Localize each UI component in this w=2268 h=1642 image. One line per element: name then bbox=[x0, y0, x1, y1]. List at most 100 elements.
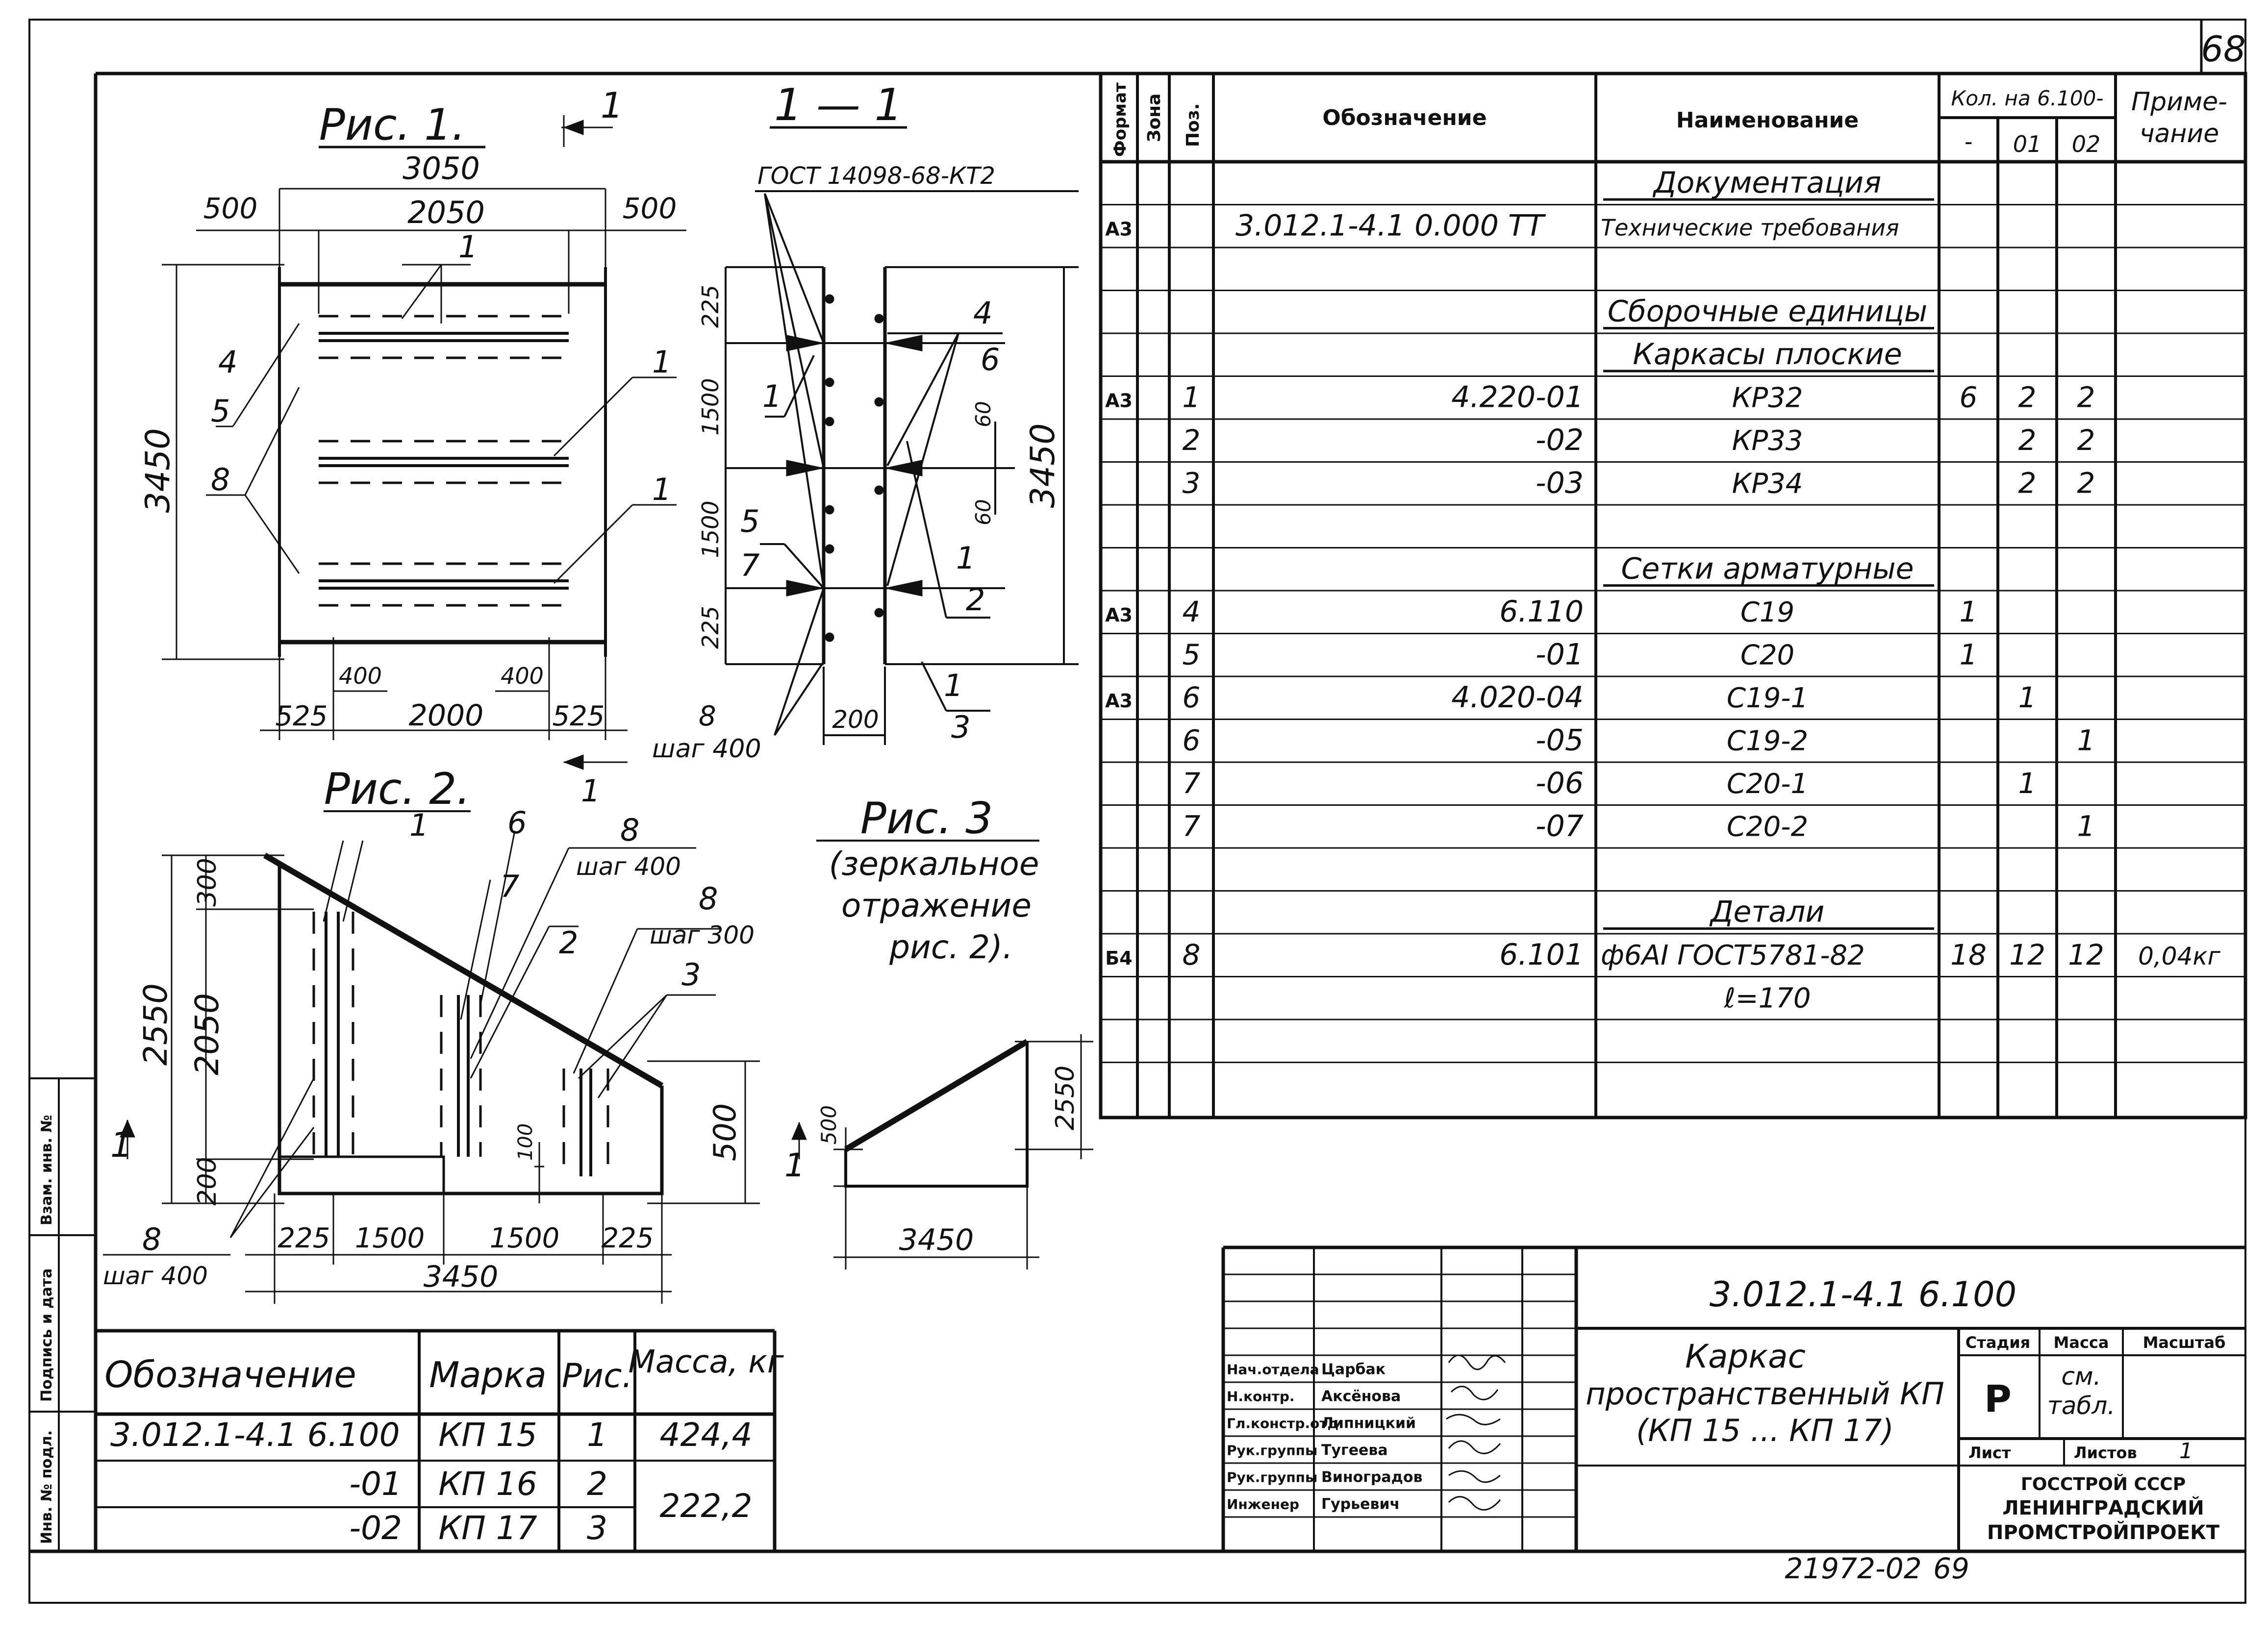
spec-cell-pos: 1 bbox=[1183, 381, 1201, 414]
stamp-sheets-label: Листов bbox=[2074, 1443, 2137, 1462]
stamp-code: 3.012.1-4.1 6.100 bbox=[1710, 1274, 2016, 1315]
spec-header-format: Формат bbox=[1110, 82, 1130, 157]
spec-cell-pos: 7 bbox=[1183, 810, 1201, 843]
spec-cell-q2: 1 bbox=[2077, 810, 2095, 843]
fig3-note-line2: отражение bbox=[841, 887, 1032, 924]
spec-cell-q1: 1 bbox=[2018, 681, 2037, 714]
spec-header-zone: Зона bbox=[1144, 94, 1164, 142]
section-1-1-dim-60a: 60 bbox=[971, 401, 995, 427]
section-1-1-leader-5: 5 bbox=[740, 503, 759, 539]
spec-cell-name: С20 bbox=[1740, 640, 1794, 672]
marks-row-2-fig: 2 bbox=[587, 1465, 607, 1503]
spec-cell-q0: 6 bbox=[1960, 381, 1978, 414]
spec-cell-name: С20-1 bbox=[1727, 768, 1808, 800]
spec-cell-designation: -06 bbox=[1536, 766, 1584, 800]
stamp-person-role: Н.контр. bbox=[1227, 1389, 1295, 1405]
stamp-title-3: (КП 15 ... КП 17) bbox=[1636, 1413, 1893, 1448]
figure-2 bbox=[103, 810, 760, 1304]
section-1-1-rebar: 8 bbox=[699, 700, 716, 732]
spec-cell-name: КР32 bbox=[1732, 382, 1803, 414]
fig2-label-2: 2 bbox=[559, 925, 578, 961]
figure-1 bbox=[162, 115, 686, 770]
stamp-org-1: ГОССТРОЙ СССР bbox=[2021, 1474, 2186, 1494]
fig1-dim-inner-width: 2050 bbox=[407, 195, 485, 230]
fig2-label-1: 1 bbox=[409, 807, 428, 843]
stamp-person-role: Гл.констр.отд bbox=[1227, 1416, 1338, 1432]
spec-cell-format: Б4 bbox=[1105, 947, 1132, 969]
stamp-person-name: Тугеева bbox=[1321, 1442, 1388, 1459]
spec-cell-name: Каркасы плоские bbox=[1633, 337, 1902, 372]
spec-cell-q1: 2 bbox=[2018, 467, 2037, 500]
spec-cell-designation: -02 bbox=[1536, 423, 1584, 457]
spec-cell-name: С19-1 bbox=[1727, 682, 1808, 714]
spec-cell-designation: -01 bbox=[1536, 638, 1584, 672]
spec-cell-designation: -03 bbox=[1536, 466, 1584, 500]
section-1-1-dim-1500-b: 1500 bbox=[697, 500, 724, 558]
spec-header-pos: Поз. bbox=[1183, 103, 1203, 147]
fig3-note-line1: (зеркальное bbox=[829, 845, 1039, 883]
section-1-1-leader-4: 4 bbox=[973, 295, 992, 331]
spec-cell-name: Документация bbox=[1652, 166, 1881, 200]
spec-header: Формат Зона Поз. Обозначение Наименовани… bbox=[1110, 82, 2227, 157]
spec-cell-designation: -07 bbox=[1536, 809, 1584, 844]
fig2-label-7: 7 bbox=[500, 869, 519, 904]
marks-row-2-mark: КП 16 bbox=[438, 1465, 537, 1503]
marks-mass-shared: 222,2 bbox=[660, 1487, 753, 1525]
marks-header-mass: Масса, кг bbox=[629, 1344, 784, 1380]
fig1-dim-height: 3450 bbox=[139, 428, 177, 513]
stamp-person-name: Гурьевич bbox=[1321, 1496, 1400, 1513]
spec-cell-name: КР33 bbox=[1732, 425, 1803, 457]
fig3-dim-500: 500 bbox=[817, 1105, 841, 1144]
bottom-page: 69 bbox=[1933, 1552, 1969, 1585]
section-1-1 bbox=[725, 126, 1079, 745]
fig1-dim-bottom-mid: 2000 bbox=[409, 698, 484, 733]
spec-cell-pos: 2 bbox=[1183, 423, 1201, 457]
stamp-person-name: Аксёнова bbox=[1321, 1388, 1401, 1405]
stamp-stage: Р bbox=[1984, 1377, 2012, 1420]
fig3-dim-3450: 3450 bbox=[899, 1223, 974, 1257]
bottom-code: 21972-02 bbox=[1785, 1552, 1921, 1585]
marks-row-3-mark: КП 17 bbox=[438, 1509, 537, 1547]
stamp-stage-label: Стадия bbox=[1966, 1333, 2030, 1352]
stamp-title-2: пространственный КП bbox=[1586, 1376, 1944, 1412]
stamp-scale-label: Масштаб bbox=[2143, 1333, 2226, 1352]
spec-cell-name: Детали bbox=[1709, 895, 1825, 929]
spec-cell-designation: 3.012.1-4.1 0.000 ТТ bbox=[1235, 209, 1546, 243]
spec-cell-q0: 18 bbox=[1950, 938, 1987, 971]
spec-cell-name: Сборочные единицы bbox=[1608, 295, 1927, 329]
spec-cell-format: А3 bbox=[1105, 690, 1133, 712]
fig1-dim-bottom-left: 525 bbox=[276, 700, 328, 732]
sidebar-inv-podl: Инв. № подл. bbox=[38, 1430, 55, 1544]
fig3-dim-2550: 2550 bbox=[1051, 1066, 1080, 1130]
stamp-sheet-label: Лист bbox=[1968, 1443, 2011, 1462]
stamp-mass-2: табл. bbox=[2047, 1392, 2115, 1420]
fig2-label-8-c: 8 bbox=[142, 1221, 161, 1257]
stamp-person-role: Рук.группы bbox=[1227, 1469, 1317, 1486]
stamp-mass-label: Масса bbox=[2054, 1333, 2109, 1352]
spec-cell-name: С20-2 bbox=[1727, 811, 1808, 843]
fig1-section-mark-bottom: 1 bbox=[581, 773, 600, 809]
fig2-dim-3450: 3450 bbox=[424, 1260, 499, 1294]
fig1-title: Рис. 1. bbox=[319, 100, 466, 150]
spec-cell-q1: 2 bbox=[2018, 381, 2037, 414]
spec-cell-designation: -05 bbox=[1536, 723, 1584, 758]
title-block bbox=[1221, 1245, 2245, 1551]
fig1-leader-8: 8 bbox=[211, 462, 230, 498]
marks-row-1-des: 3.012.1-4.1 6.100 bbox=[110, 1416, 400, 1454]
section-1-1-leader-6: 6 bbox=[981, 342, 1000, 377]
fig3-title: Рис. 3 bbox=[860, 793, 993, 844]
spec-cell-pos: 6 bbox=[1183, 681, 1201, 714]
fig2-dim-1500-a: 1500 bbox=[355, 1222, 425, 1254]
signatures bbox=[1446, 1354, 1506, 1511]
spec-cell-format: А3 bbox=[1105, 390, 1133, 412]
spec-header-note-1: Приме- bbox=[2131, 87, 2227, 117]
fig2-dim-225-left: 225 bbox=[278, 1222, 330, 1254]
section-1-1-leader-7: 7 bbox=[740, 547, 759, 583]
section-1-1-dim-1500-a: 1500 bbox=[697, 378, 724, 435]
section-1-1-leader-3: 3 bbox=[951, 709, 970, 745]
spec-cell-q2: 12 bbox=[2068, 938, 2104, 971]
fig1-dim-step-left: 400 bbox=[339, 663, 382, 689]
fig1-section-mark: 1 bbox=[601, 85, 623, 126]
